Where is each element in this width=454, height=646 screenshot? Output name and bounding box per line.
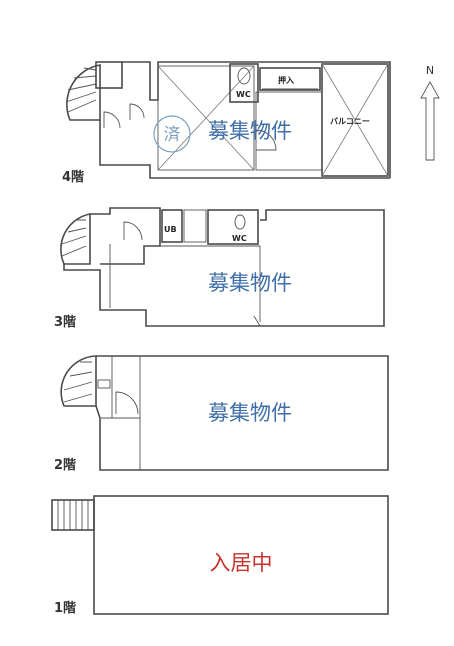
floor-2-status: 募集物件	[208, 401, 292, 425]
floor-1-status: 入居中	[210, 551, 273, 575]
floor-3-plan: UB WC 募集物件 3階	[54, 207, 385, 330]
floor-3-ub-label: UB	[164, 225, 177, 234]
floor-4-spiral-stair	[65, 61, 123, 121]
floor-1-label: 1階	[54, 600, 76, 616]
floor-3-status: 募集物件	[208, 271, 292, 295]
floor-4-seal-text: 済	[164, 125, 181, 145]
floor-4-balcony: バルコニー	[321, 63, 389, 177]
floor-4-plan: WC 押入 バルコニー 済 募集物件 4階	[62, 61, 391, 185]
north-arrow: N	[420, 64, 440, 161]
floor-2-spiral-stair	[60, 355, 111, 407]
floor-3-wc: WC	[207, 209, 259, 245]
floor-3-bath: UB	[161, 209, 183, 243]
floor-4-closet-label: 押入	[278, 75, 294, 85]
north-arrow-label: N	[426, 64, 434, 77]
floor-3-wc-label: WC	[232, 234, 247, 243]
floor-4-seal-stamp: 済	[153, 115, 191, 153]
floor-3-spiral-stair	[60, 213, 91, 265]
floor-4-label: 4階	[62, 169, 84, 185]
floor-4-wc-label: WC	[236, 90, 251, 99]
floor-2-label: 2階	[54, 457, 76, 473]
floor-3-label: 3階	[54, 314, 76, 330]
floor-2-plan: 募集物件 2階	[54, 355, 389, 473]
floor-1-plan: 入居中 1階	[51, 495, 389, 616]
floor-1-stair	[51, 499, 95, 531]
floor-4-closet: 押入	[259, 67, 321, 91]
floor-4-status: 募集物件	[208, 119, 292, 143]
floor-4-balcony-label: バルコニー	[330, 117, 370, 126]
floor-4-wc: WC	[229, 63, 259, 103]
